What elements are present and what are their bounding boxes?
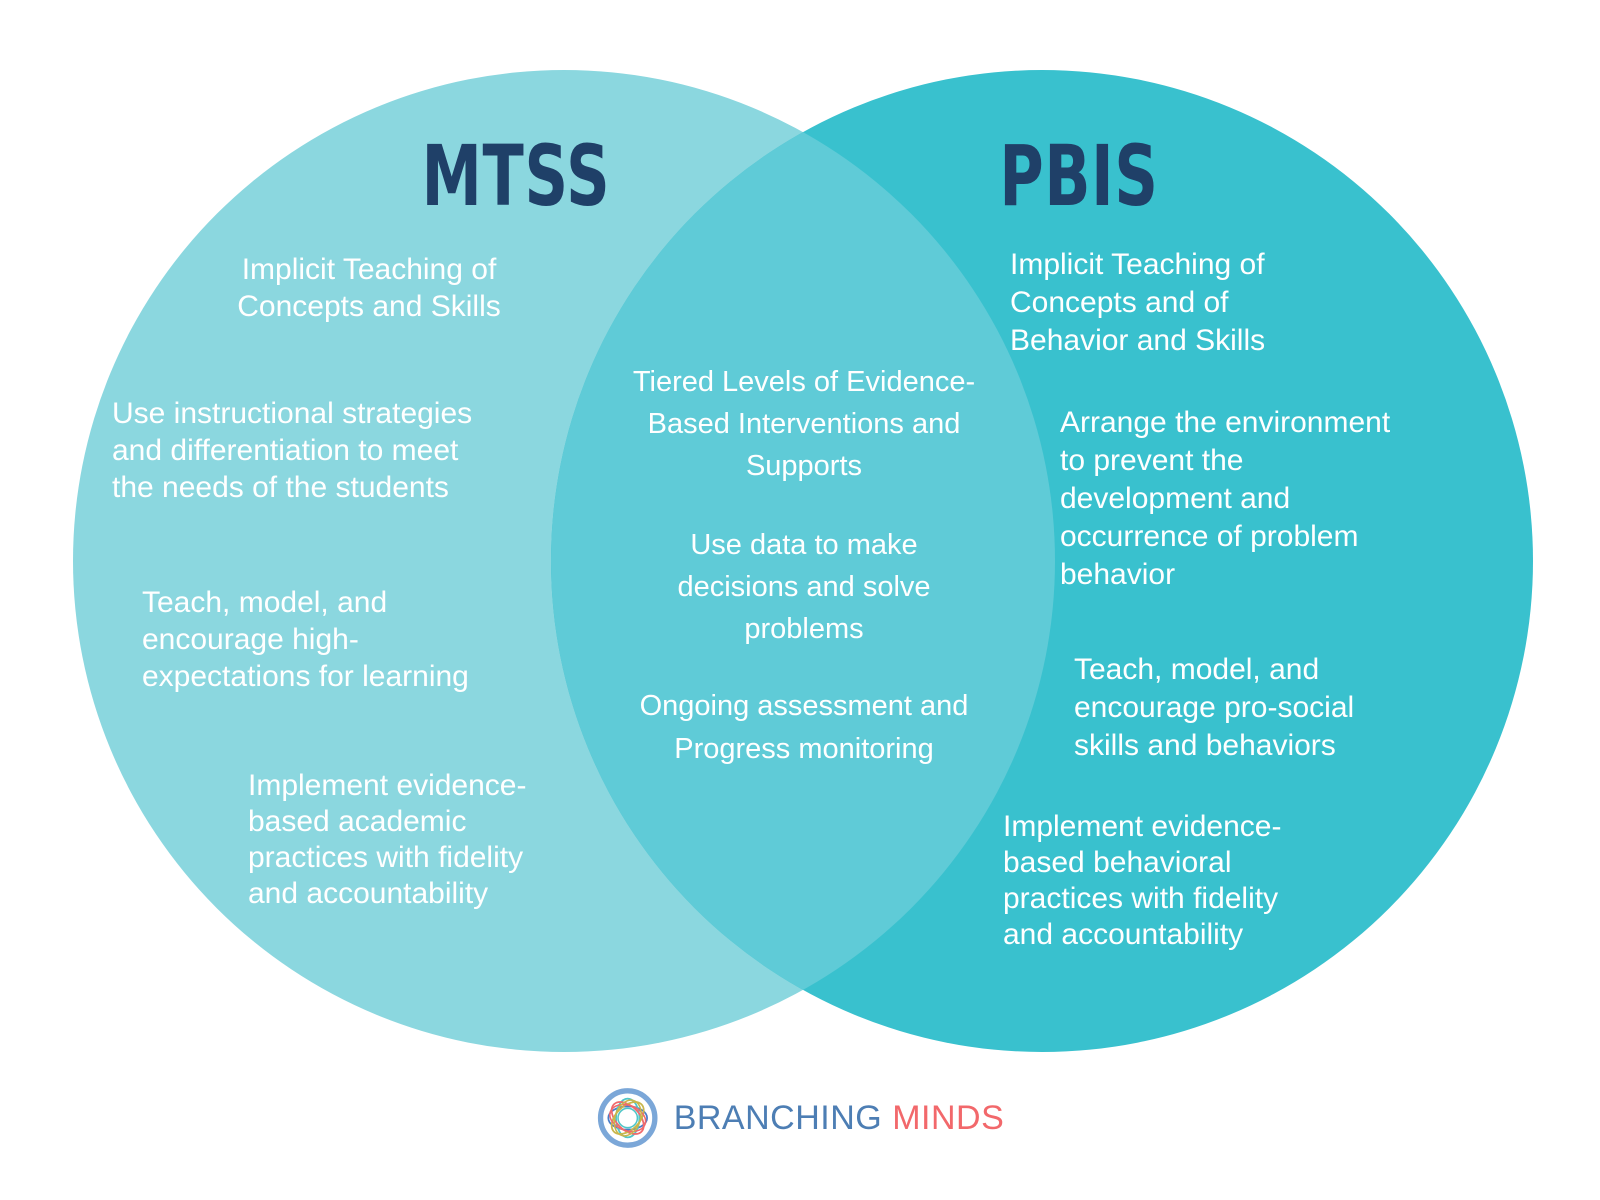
branching-minds-mandala-icon <box>597 1088 658 1148</box>
mtss-item-instructional-strategies: Use instructional strategies and differe… <box>112 397 473 504</box>
mtss-title: MTSS <box>421 127 611 225</box>
mtss-item-implicit-teaching: Implicit Teaching of Concepts and Skills <box>237 253 501 323</box>
overlap-item-ongoing-assessment: Ongoing assessment and Progress monitori… <box>639 690 969 765</box>
overlap-item-use-data: Use data to make decisions and solve pro… <box>677 529 931 645</box>
mtss-item-implement-evidence: Implement evidence- based academic pract… <box>248 769 527 910</box>
overlap-lens <box>551 70 1055 1052</box>
overlap-item-tiered-levels: Tiered Levels of Evidence- Based Interve… <box>632 366 976 482</box>
logo-text-minds: MINDS <box>892 1098 1005 1137</box>
pbis-item-teach-model: Teach, model, and encourage pro-social s… <box>1074 653 1355 762</box>
pbis-item-arrange-environment: Arrange the environment to prevent the d… <box>1060 406 1391 591</box>
pbis-title: PBIS <box>999 127 1159 225</box>
logo-text-branching: BRANCHING <box>673 1098 883 1137</box>
pbis-item-implicit-teaching: Implicit Teaching of Concepts and of Beh… <box>1010 248 1266 357</box>
mtss-item-teach-model: Teach, model, and encourage high- expect… <box>142 586 469 693</box>
pbis-item-implement-evidence: Implement evidence- based behavioral pra… <box>1003 810 1282 951</box>
